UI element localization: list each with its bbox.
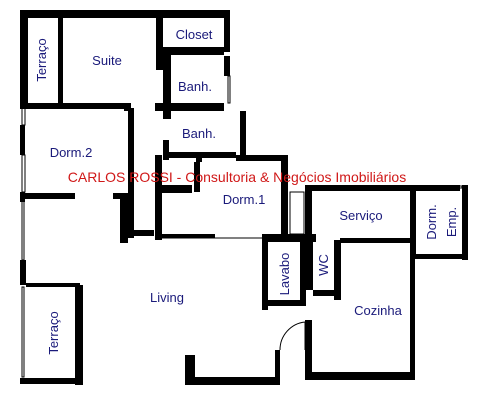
wall <box>300 240 306 300</box>
wall <box>462 185 468 260</box>
room-label-banh-2: Banh. <box>182 126 216 141</box>
window <box>227 75 231 104</box>
wall <box>410 190 416 255</box>
window <box>21 286 25 378</box>
wall <box>124 103 131 111</box>
room-labels: Terraço Suite Closet Banh. Banh. Dorm.2 … <box>34 27 459 355</box>
wall <box>162 185 192 193</box>
wall <box>75 285 83 385</box>
wall <box>156 10 163 50</box>
wall <box>194 162 200 192</box>
room-label-dorm-emp-2: Emp. <box>444 207 459 237</box>
room-label-dorm-2: Dorm.2 <box>50 145 93 160</box>
wall <box>20 378 80 384</box>
wall <box>163 103 224 111</box>
wall <box>163 47 224 55</box>
wall <box>26 283 80 287</box>
wall <box>20 125 25 155</box>
wall <box>305 320 312 380</box>
wall <box>236 155 286 161</box>
wall <box>155 234 215 238</box>
window <box>21 154 26 193</box>
wall <box>20 10 230 18</box>
window <box>21 107 26 126</box>
wall <box>281 155 288 240</box>
room-label-closet: Closet <box>176 27 213 42</box>
room-label-lavabo: Lavabo <box>277 253 292 296</box>
wall <box>305 188 312 243</box>
window <box>311 185 463 189</box>
wall <box>262 240 268 310</box>
room-label-terraco-bottom: Terraço <box>46 311 61 354</box>
watermark: CARLOS ROSSI - Consultoria & Negócios Im… <box>68 169 406 185</box>
window <box>411 299 415 361</box>
wall <box>155 155 162 240</box>
wall <box>185 355 195 385</box>
wall <box>334 240 341 300</box>
wall <box>20 260 26 285</box>
wall <box>196 152 202 162</box>
wall <box>313 290 341 296</box>
wall <box>240 111 246 156</box>
wall <box>224 10 230 52</box>
wall <box>58 10 63 106</box>
window <box>241 119 245 151</box>
wall <box>120 193 128 243</box>
door-swing <box>279 321 306 351</box>
wall <box>340 238 410 243</box>
room-label-cozinha: Cozinha <box>354 303 402 318</box>
wall <box>410 254 468 259</box>
room-label-living: Living <box>150 290 184 305</box>
wall <box>262 300 306 306</box>
wall <box>185 377 280 385</box>
wall <box>155 103 163 111</box>
room-label-dorm-1: Dorm.1 <box>223 192 266 207</box>
room-label-wc: WC <box>316 254 331 276</box>
wall <box>20 10 28 105</box>
wall <box>224 56 230 76</box>
wall <box>156 50 163 70</box>
windows-and-doors <box>21 75 463 378</box>
room-label-servico: Serviço <box>339 208 382 223</box>
wall <box>163 111 171 119</box>
room-label-terraco-top: Terraço <box>34 38 49 81</box>
wall <box>305 240 313 290</box>
wall <box>20 193 75 199</box>
wall <box>163 140 169 160</box>
room-label-dorm-emp-1: Dorm. <box>424 204 439 239</box>
wall <box>275 350 280 384</box>
wall <box>305 372 415 380</box>
wall <box>262 234 316 242</box>
wall <box>20 103 128 109</box>
room-label-suite: Suite <box>92 53 122 68</box>
window <box>21 199 25 261</box>
shower <box>289 191 305 235</box>
room-label-banh-1: Banh. <box>178 79 212 94</box>
wall <box>163 55 171 110</box>
wall <box>124 230 154 236</box>
wall <box>128 108 134 238</box>
